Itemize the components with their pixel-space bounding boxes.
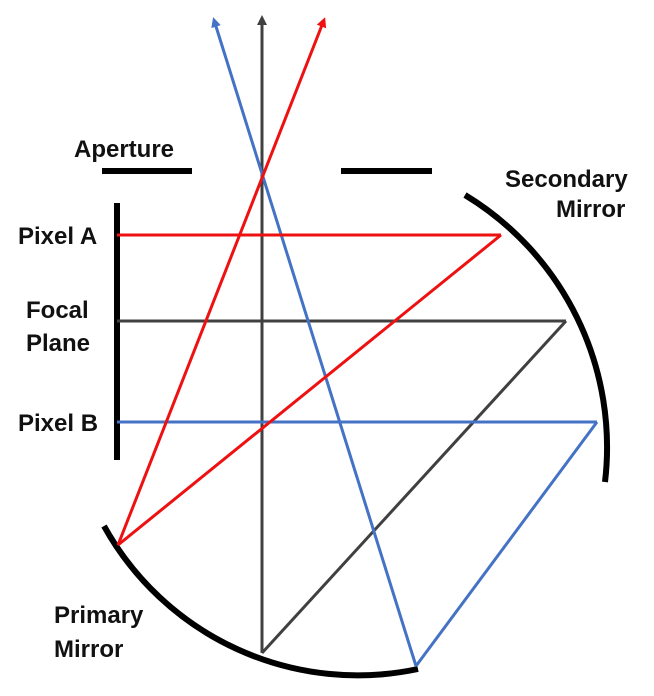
secondary-mirror-label-line1: Secondary (505, 166, 628, 193)
aperture-label: Aperture (74, 136, 175, 163)
primary-mirror-label-line2: Mirror (54, 636, 124, 663)
pixel-b-label: Pixel B (18, 410, 99, 437)
pixel-a-label: Pixel A (18, 223, 98, 250)
red-ray-incoming (116, 17, 327, 546)
secondary-mirror (463, 192, 610, 483)
primary-mirror-label-line1: Primary (54, 602, 144, 629)
focal-plane-label-line2: Plane (26, 330, 91, 357)
gray-ray-diagonal (260, 319, 568, 655)
primary-mirror (101, 524, 419, 679)
secondary-mirror-label-line2: Mirror (556, 196, 626, 223)
blue-ray-incoming (211, 17, 418, 667)
focal-plane-label-line1: Focal (26, 297, 89, 324)
red-ray-diagonal (117, 233, 502, 547)
blue-ray-diagonal (414, 421, 599, 667)
